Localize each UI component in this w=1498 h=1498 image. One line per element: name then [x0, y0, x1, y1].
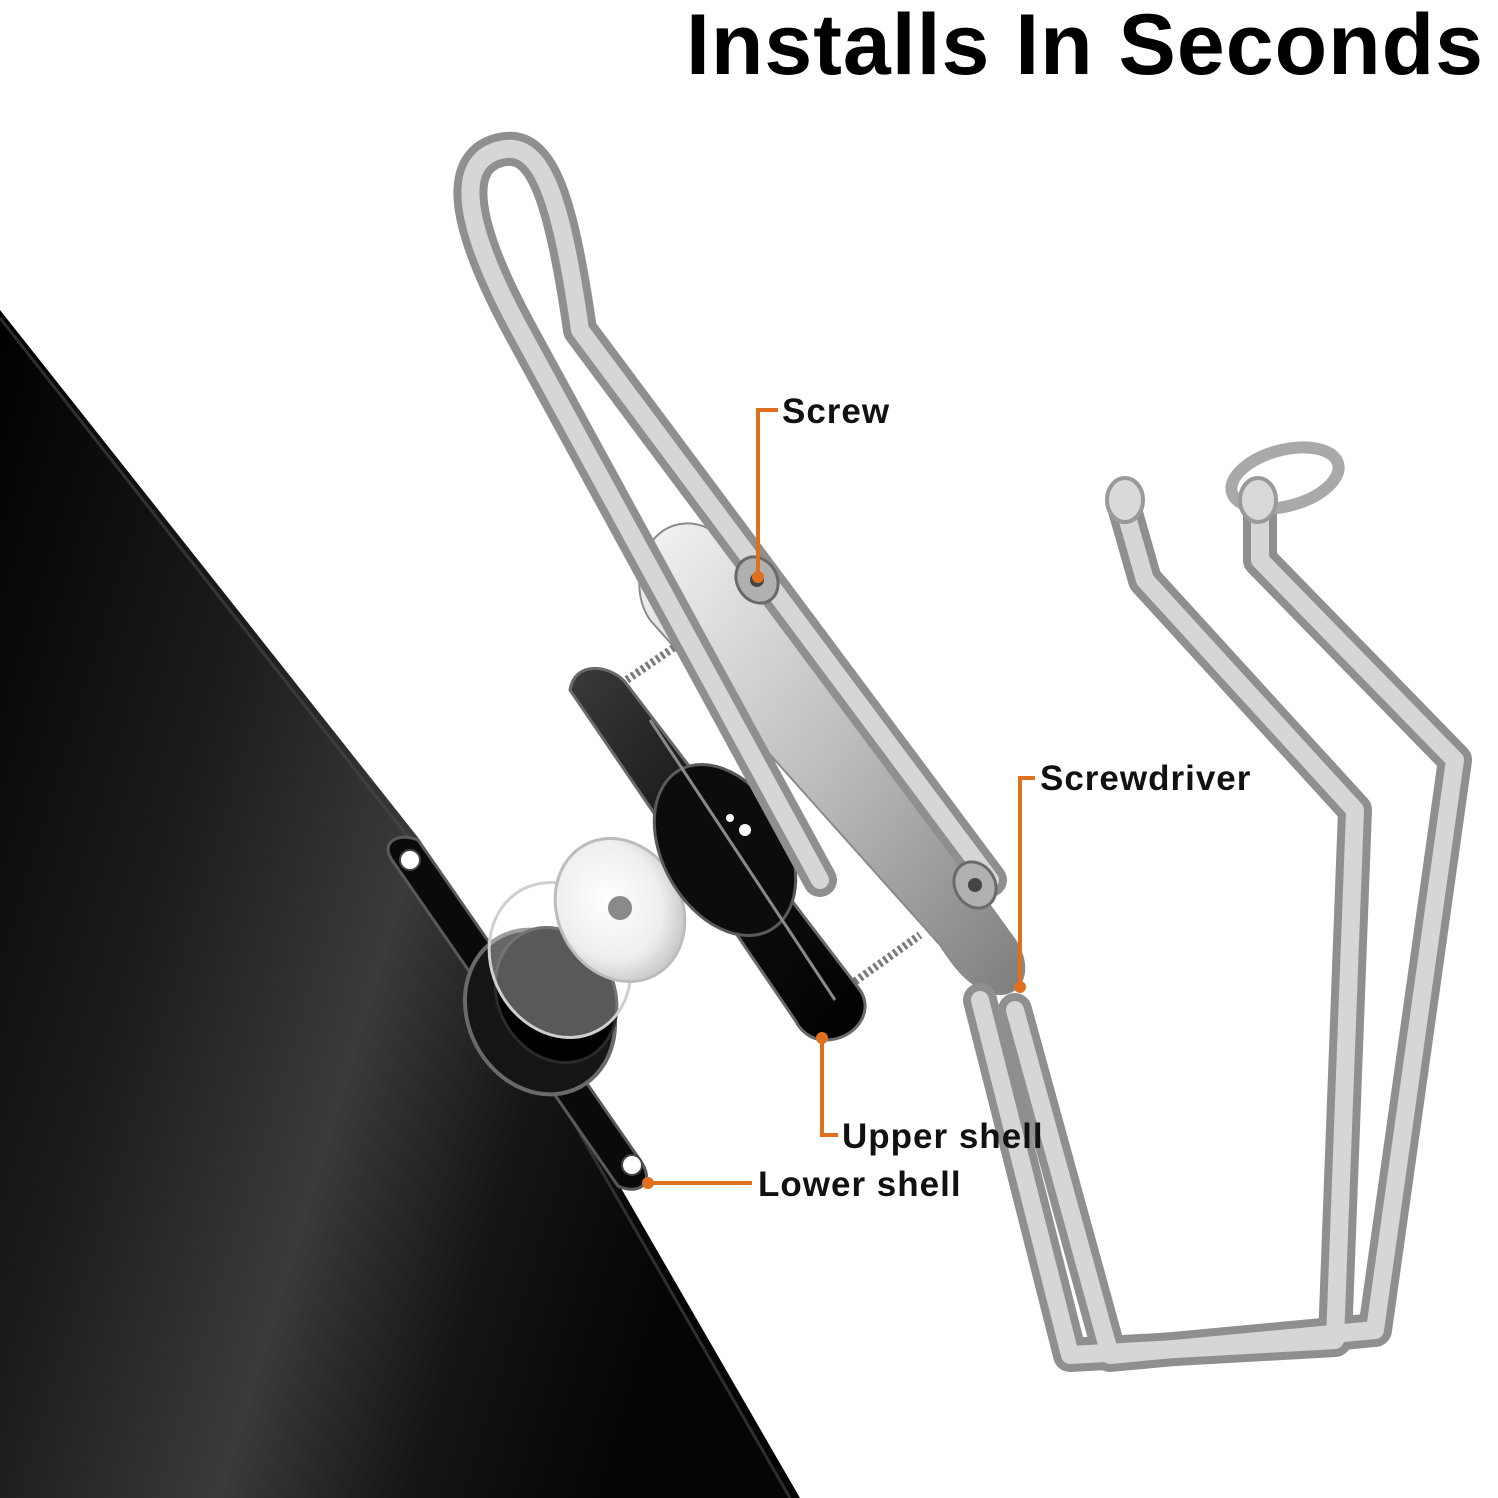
- cage-bolts: [734, 555, 998, 910]
- upper-shell-leader-line: [820, 1038, 838, 1137]
- upper-shell-label: Upper shell: [842, 1117, 1044, 1156]
- screwdriver-leader-line: [1018, 776, 1035, 985]
- mounting-plate: [638, 522, 1026, 996]
- bottle-cage: [453, 131, 1472, 1372]
- screw-leader-line: [756, 408, 778, 575]
- lower-shell-label: Lower shell: [758, 1165, 962, 1204]
- screw-label: Screw: [782, 392, 891, 431]
- callout-leaders: [648, 408, 1035, 1185]
- upper-shell: [568, 666, 867, 1042]
- headline: Installs In Seconds: [686, 0, 1484, 93]
- callout-leader-dots: [642, 571, 1026, 1189]
- screwdriver-label: Screwdriver: [1040, 759, 1252, 798]
